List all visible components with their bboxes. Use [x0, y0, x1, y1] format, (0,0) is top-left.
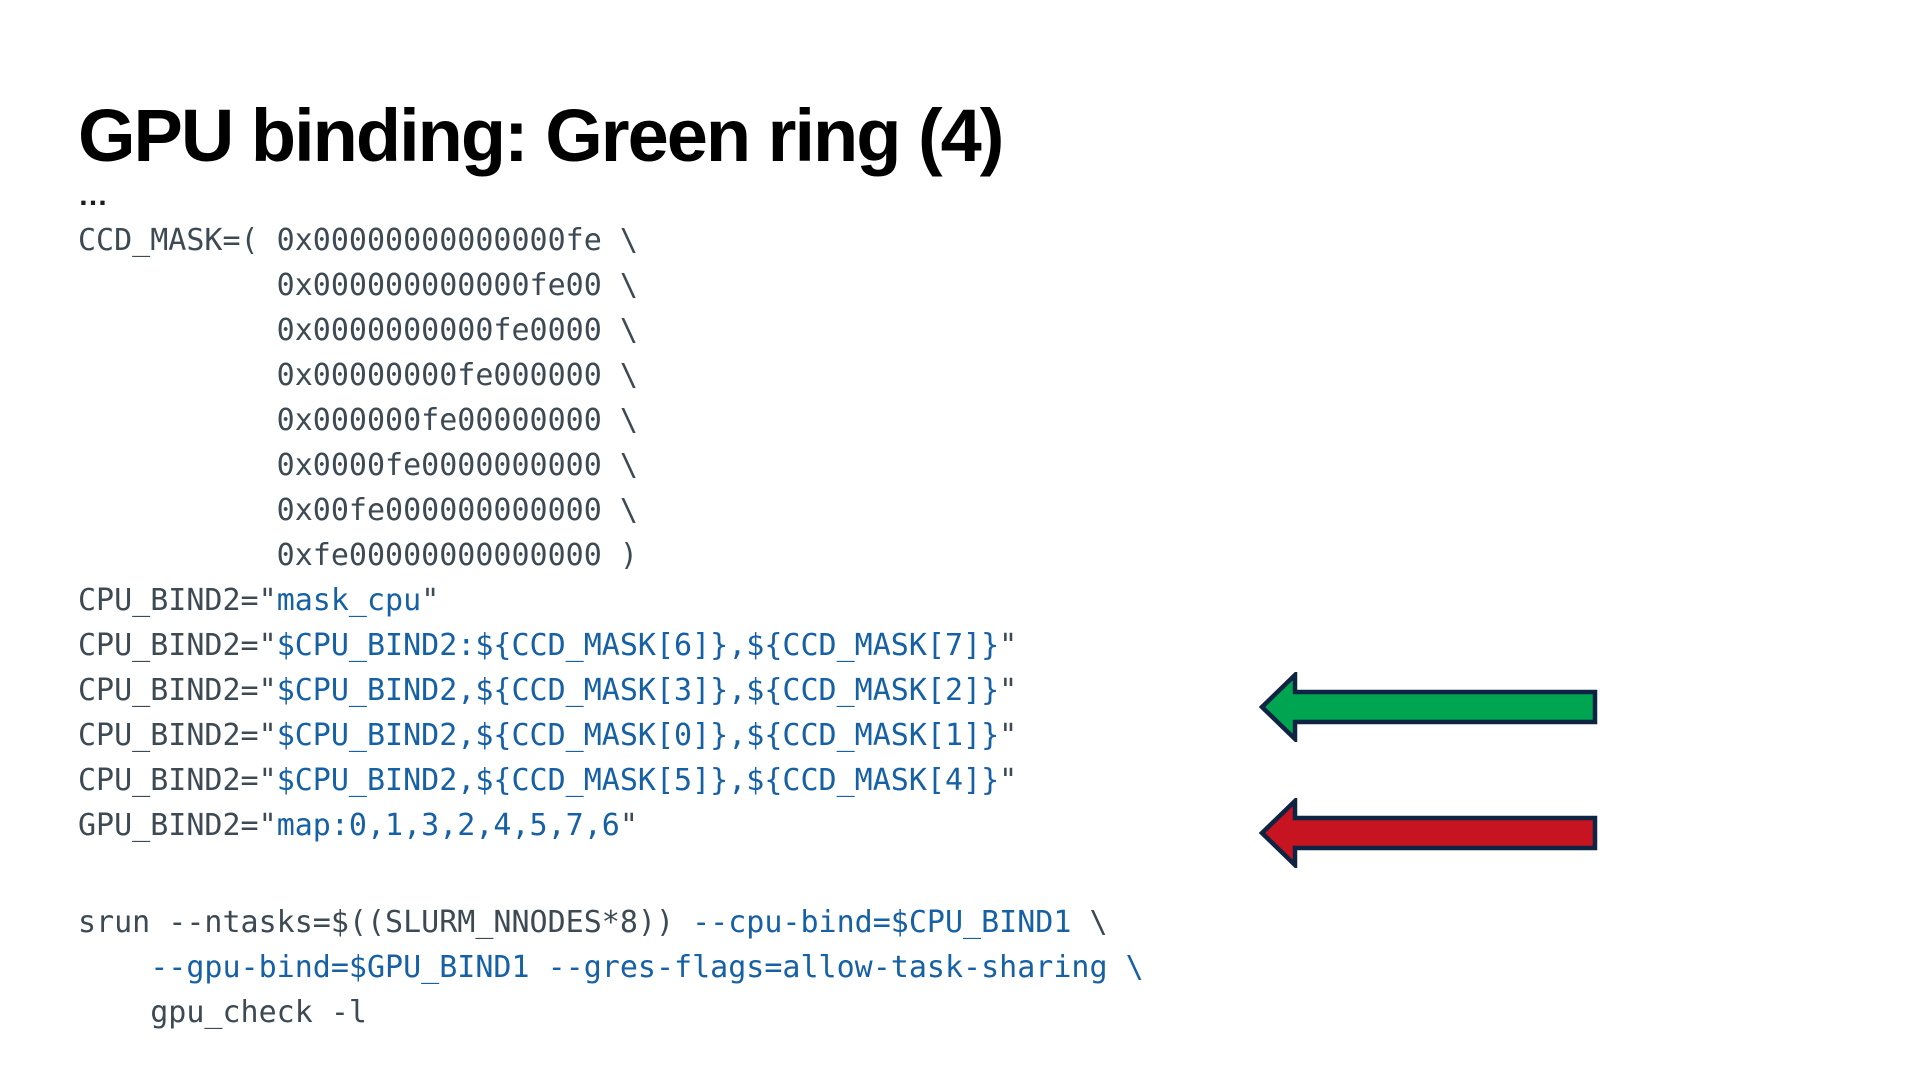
code-line: 0x00fe000000000000 \ — [78, 488, 1017, 533]
code-segment-dark: 0x000000fe00000000 \ — [78, 403, 638, 438]
code-line: 0x000000fe00000000 \ — [78, 398, 1017, 443]
code-segment-dark — [78, 950, 150, 985]
code-segment-dark: 0xfe00000000000000 ) — [78, 538, 638, 573]
code-segment-dark: CPU_BIND2=" — [78, 583, 277, 618]
code-segment-dark: CPU_BIND2=" — [78, 673, 277, 708]
code-line: CPU_BIND2="$CPU_BIND2:${CCD_MASK[6]},${C… — [78, 623, 1017, 668]
code-segment-dark: " — [999, 718, 1018, 753]
green-arrow — [1259, 672, 1598, 742]
code-segment-dark: " — [999, 763, 1018, 798]
code-line: 0x0000000000fe0000 \ — [78, 308, 1017, 353]
code-line: 0x00000000fe000000 \ — [78, 353, 1017, 398]
code-segment-dark: CPU_BIND2=" — [78, 718, 277, 753]
code-segment-dark: " — [999, 628, 1018, 663]
code-line: 0x0000fe0000000000 \ — [78, 443, 1017, 488]
code-segment-blue: $CPU_BIND2,${CCD_MASK[0]},${CCD_MASK[1]} — [276, 718, 1000, 753]
code-segment-dark: 0x0000fe0000000000 \ — [78, 448, 638, 483]
code-line: CPU_BIND2="$CPU_BIND2,${CCD_MASK[0]},${C… — [78, 713, 1017, 758]
code-segment-dark: CPU_BIND2=" — [78, 763, 277, 798]
slide-title: GPU binding: Green ring (4) — [78, 93, 1004, 177]
code-segment-dark: " — [999, 673, 1018, 708]
code-line: srun --ntasks=$((SLURM_NNODES*8)) --cpu-… — [78, 900, 1144, 945]
code-segment-dark: gpu_check -l — [78, 995, 367, 1030]
code-line: GPU_BIND2="map:0,1,3,2,4,5,7,6" — [78, 803, 1017, 848]
code-segment-dark: \ — [1071, 905, 1108, 940]
code-segment-dark: srun --ntasks=$((SLURM_NNODES*8)) — [78, 905, 693, 940]
code-segment-dark: 0x000000000000fe00 \ — [78, 268, 638, 303]
code-segment-blue: $CPU_BIND2,${CCD_MASK[5]},${CCD_MASK[4]} — [276, 763, 1000, 798]
code-segment-dark: " — [421, 583, 440, 618]
code-segment-dark: 0x0000000000fe0000 \ — [78, 313, 638, 348]
code-line: gpu_check -l — [78, 990, 1144, 1035]
code-segment-blue: mask_cpu — [276, 583, 422, 618]
code-segment-blue: $CPU_BIND2:${CCD_MASK[6]},${CCD_MASK[7]} — [276, 628, 1000, 663]
code-segment-dark: 0x00000000fe000000 \ — [78, 358, 638, 393]
green-arrow-shape — [1259, 672, 1598, 742]
code-segment-ellipsis: … — [78, 179, 110, 212]
code-segment-blue: map:0,1,3,2,4,5,7,6 — [276, 808, 620, 843]
red-arrow-shape — [1259, 798, 1598, 868]
code-line: CPU_BIND2="$CPU_BIND2,${CCD_MASK[3]},${C… — [78, 668, 1017, 713]
code-segment-dark: " — [619, 808, 638, 843]
code-line: --gpu-bind=$GPU_BIND1 --gres-flags=allow… — [78, 945, 1144, 990]
code-line: … — [78, 173, 1017, 218]
code-segment-blue: --gpu-bind=$GPU_BIND1 --gres-flags=allow… — [150, 950, 1144, 985]
code-segment-dark: CPU_BIND2=" — [78, 628, 277, 663]
code-segment-blue: --cpu-bind=$CPU_BIND1 — [692, 905, 1072, 940]
code-segment-dark: 0x00fe000000000000 \ — [78, 493, 638, 528]
red-arrow — [1259, 798, 1598, 868]
code-line: CPU_BIND2="$CPU_BIND2,${CCD_MASK[5]},${C… — [78, 758, 1017, 803]
code-block-bind-setup: … CCD_MASK=( 0x00000000000000fe \ 0x00000… — [78, 173, 1017, 848]
code-line: 0xfe00000000000000 ) — [78, 533, 1017, 578]
code-line: CPU_BIND2="mask_cpu" — [78, 578, 1017, 623]
code-segment-dark: GPU_BIND2=" — [78, 808, 277, 843]
code-segment-blue: $CPU_BIND2,${CCD_MASK[3]},${CCD_MASK[2]} — [276, 673, 1000, 708]
code-block-srun-command: srun --ntasks=$((SLURM_NNODES*8)) --cpu-… — [78, 900, 1144, 1035]
code-segment-dark: CCD_MASK=( 0x00000000000000fe \ — [78, 223, 638, 258]
code-line: CCD_MASK=( 0x00000000000000fe \ — [78, 218, 1017, 263]
code-line: 0x000000000000fe00 \ — [78, 263, 1017, 308]
